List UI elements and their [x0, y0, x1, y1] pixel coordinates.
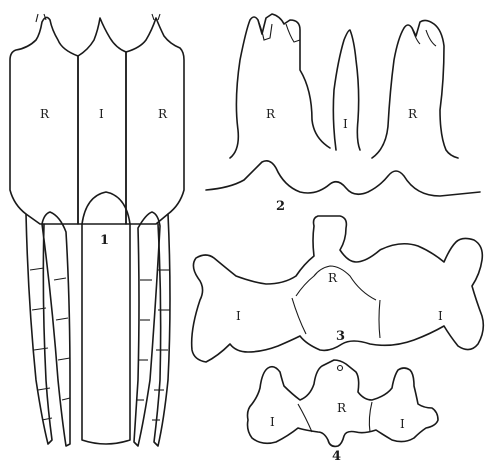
fig2-left-tooth — [230, 14, 330, 158]
fig1-right-spine — [154, 214, 170, 446]
fig4-number: 4 — [332, 449, 341, 463]
fig2-base-profile — [206, 161, 480, 196]
fig3-number: 3 — [336, 329, 345, 344]
figure-3-cross-section: R I I 3 — [192, 216, 484, 362]
fig2-number: 2 — [276, 199, 285, 214]
fig2-label-middle: I — [343, 117, 348, 131]
fig2-label-left: R — [266, 107, 276, 121]
fig1-left-spine — [26, 214, 52, 444]
fig1-right-crown — [126, 18, 184, 224]
figure-2-section: R I R 2 — [206, 14, 480, 214]
fig4-label-center: R — [337, 401, 347, 415]
figure-1-teeth-plate: R I R 1 — [10, 14, 184, 446]
fig2-right-tooth — [372, 20, 458, 158]
figure-4-segment: R I I 4 — [248, 360, 439, 463]
fig1-number: 1 — [100, 233, 109, 248]
fig4-label-right: I — [400, 417, 405, 431]
fig3-label-top: R — [328, 271, 338, 285]
fig3-label-right: I — [438, 309, 443, 323]
fig4-label-left: I — [270, 415, 275, 429]
fig1-label-middle: I — [99, 107, 104, 121]
fig1-median-shaft — [82, 192, 130, 444]
fig2-middle-tooth — [333, 30, 360, 150]
fig1-label-left: R — [40, 107, 50, 121]
fig2-label-right: R — [408, 107, 418, 121]
fig3-label-left: I — [236, 309, 241, 323]
fig1-label-right: R — [158, 107, 168, 121]
